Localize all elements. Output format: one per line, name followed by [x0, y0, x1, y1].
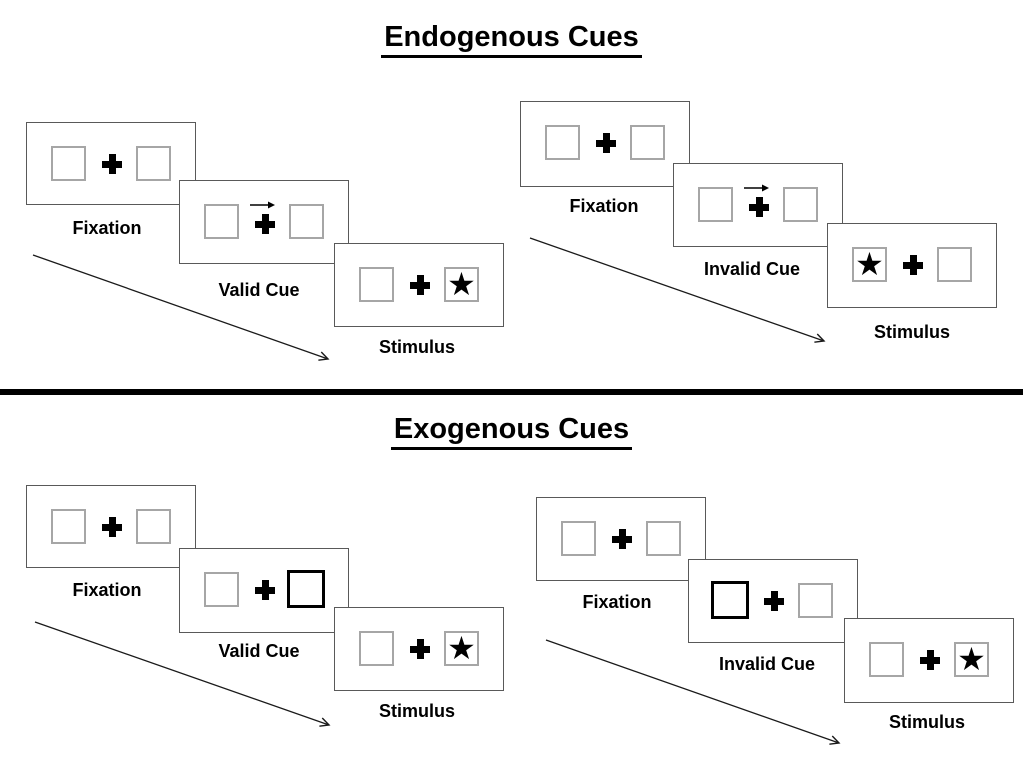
star-icon: ★	[447, 629, 476, 667]
fixation-cross-plus-icon	[764, 591, 784, 611]
right-box	[798, 583, 833, 618]
fixation-cross-plus-icon	[255, 580, 275, 600]
stimulus-card: ★	[334, 607, 504, 691]
left-box	[359, 631, 394, 666]
right-arrow-icon	[250, 201, 275, 209]
stimulus-card: ★	[334, 243, 504, 327]
right-box	[937, 247, 972, 282]
right-box	[630, 125, 665, 160]
right-box-with-star: ★	[444, 631, 479, 666]
diagonal-arrow-icon	[34, 621, 331, 727]
card-label-invalid-cue: Invalid Cue	[718, 654, 816, 674]
fixation-cross-plus-icon	[920, 650, 940, 670]
fixation-cross-plus-icon	[102, 517, 122, 537]
fixation-cross-plus-icon	[749, 197, 769, 217]
cue-card	[179, 548, 349, 633]
exogenous-title-row: Exogenous Cues	[0, 413, 1023, 450]
fixation-cross-plus-icon	[255, 214, 275, 234]
left-box	[51, 509, 86, 544]
section-title-exogenous: Exogenous Cues	[390, 413, 633, 450]
endogenous-title-row: Endogenous Cues	[0, 21, 1023, 58]
card-label-stimulus: Stimulus	[873, 322, 950, 342]
right-box	[136, 509, 171, 544]
fixation-cross-plus-icon	[596, 133, 616, 153]
right-arrow-icon	[744, 184, 769, 192]
card-label-fixation: Fixation	[582, 592, 652, 612]
card-label-stimulus: Stimulus	[888, 712, 965, 732]
card-label-stimulus: Stimulus	[378, 337, 455, 357]
cue-card	[673, 163, 843, 247]
left-box	[545, 125, 580, 160]
section-title-endogenous: Endogenous Cues	[381, 21, 642, 58]
fixation-card	[520, 101, 690, 187]
right-box	[646, 521, 681, 556]
fixation-cross-plus-icon	[903, 255, 923, 275]
right-box	[783, 187, 818, 222]
card-label-fixation: Fixation	[72, 580, 142, 600]
right-box	[136, 146, 171, 181]
fixation-cross-plus-icon	[612, 529, 632, 549]
star-icon: ★	[957, 640, 986, 678]
stimulus-card: ★	[827, 223, 997, 308]
right-box-with-star: ★	[954, 642, 989, 677]
left-box	[561, 521, 596, 556]
stimulus-card: ★	[844, 618, 1014, 703]
right-box	[289, 204, 324, 239]
left-box	[204, 572, 239, 607]
left-box	[204, 204, 239, 239]
right-box-bold-cue	[287, 570, 325, 608]
fixation-cross-plus-icon	[102, 154, 122, 174]
right-box-with-star: ★	[444, 267, 479, 302]
card-label-valid-cue: Valid Cue	[218, 280, 300, 300]
left-box	[51, 146, 86, 181]
fixation-card	[536, 497, 706, 581]
cue-card	[179, 180, 349, 264]
section-divider	[0, 389, 1023, 395]
star-icon: ★	[447, 265, 476, 303]
diagonal-arrow-icon	[32, 254, 330, 361]
fixation-cross-plus-icon	[410, 275, 430, 295]
diagonal-arrow-icon	[529, 237, 826, 343]
card-label-valid-cue: Valid Cue	[218, 641, 300, 661]
fixation-card	[26, 485, 196, 568]
left-box	[359, 267, 394, 302]
star-icon: ★	[855, 245, 884, 283]
left-box-bold-cue	[711, 581, 749, 619]
card-label-fixation: Fixation	[72, 218, 142, 238]
left-box	[698, 187, 733, 222]
fixation-cross-plus-icon	[410, 639, 430, 659]
card-label-stimulus: Stimulus	[378, 701, 455, 721]
cue-card	[688, 559, 858, 643]
left-box	[869, 642, 904, 677]
left-box-with-star: ★	[852, 247, 887, 282]
card-label-fixation: Fixation	[569, 196, 639, 216]
fixation-card	[26, 122, 196, 205]
diagonal-arrow-icon	[545, 639, 841, 745]
card-label-invalid-cue: Invalid Cue	[703, 259, 801, 279]
